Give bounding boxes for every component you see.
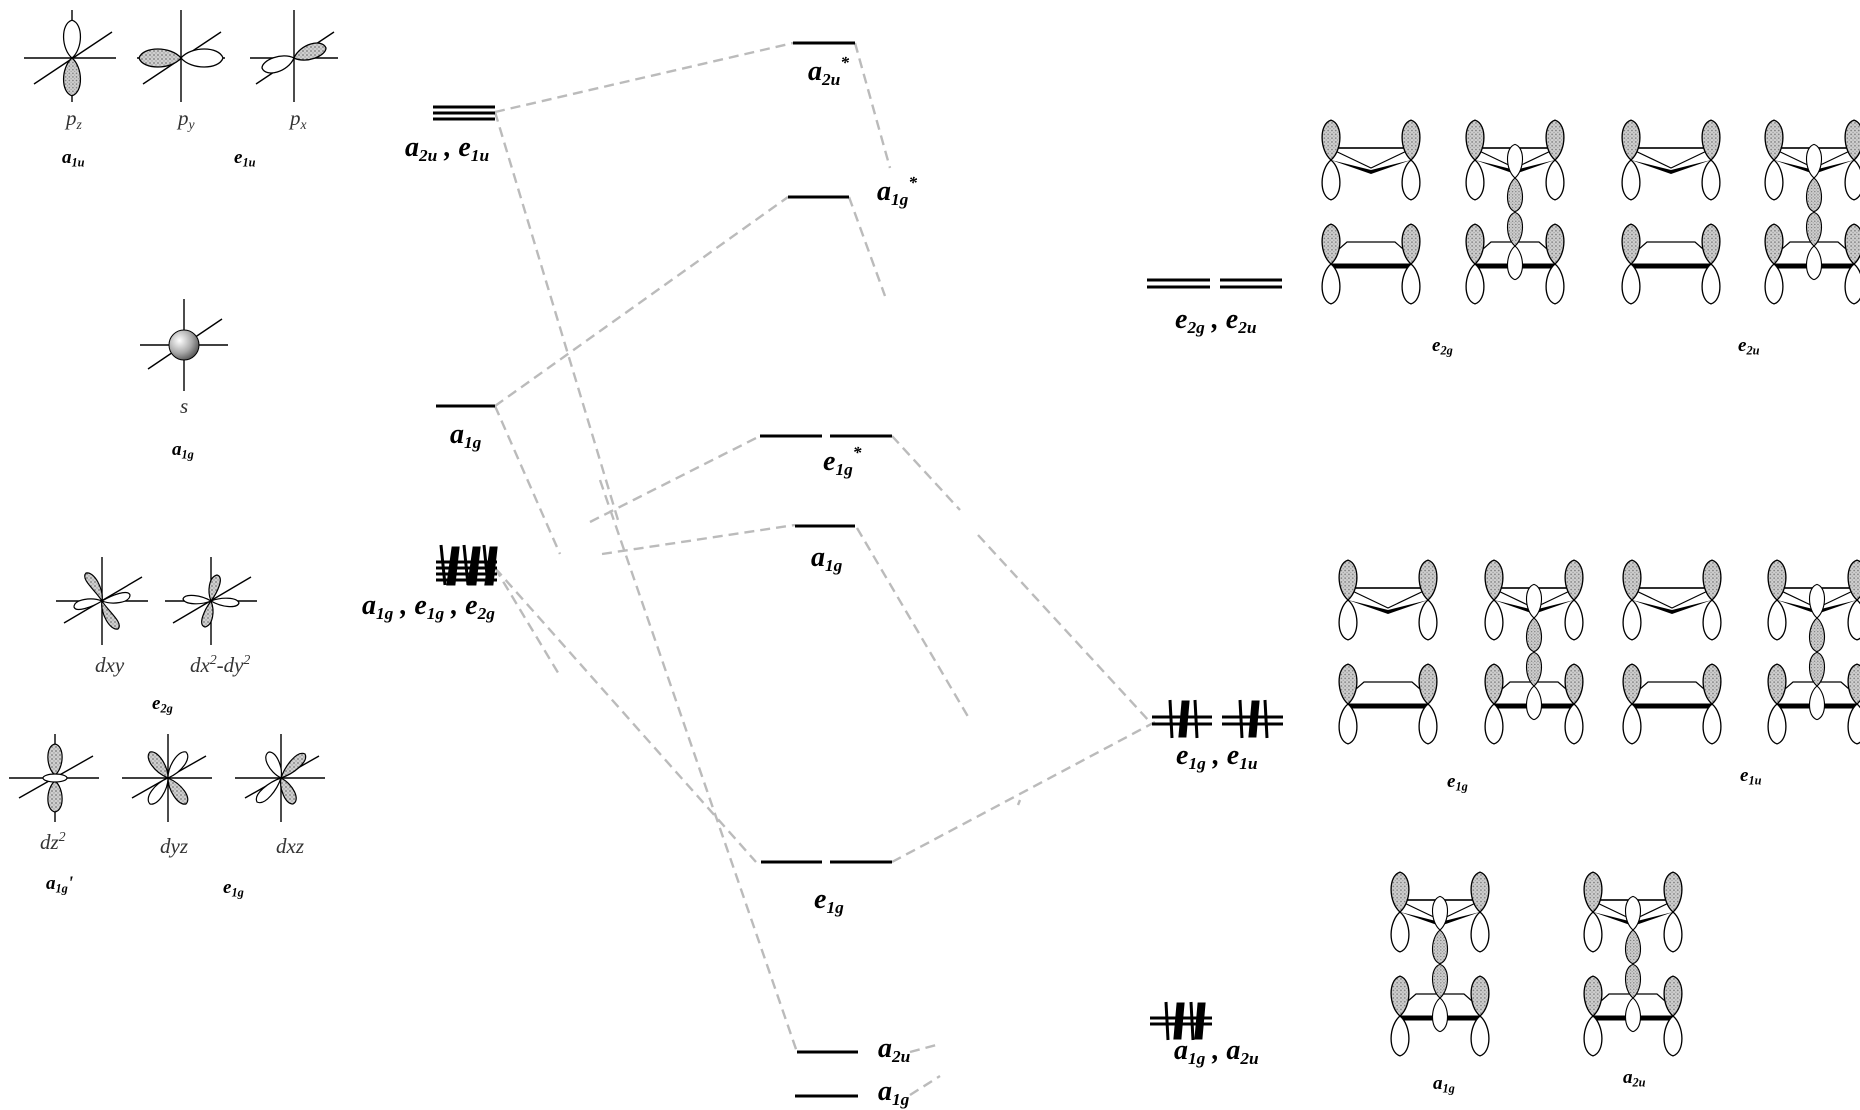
mo-e1g-star-label: e1g* xyxy=(823,442,862,479)
e1g-symmetry-label: e1g xyxy=(223,877,244,900)
salc-e1g-right xyxy=(1485,560,1583,744)
mo-e1g-label: e1g xyxy=(814,884,844,917)
ligand-e2g-e2u-label: e2g , e2u xyxy=(1175,304,1257,337)
salc-e1g-label: e1g xyxy=(1447,771,1468,794)
dxz-orbital-sketch xyxy=(235,734,325,822)
pz-orbital-sketch xyxy=(24,10,116,102)
ligand-electrons xyxy=(1164,699,1269,1041)
salc-e2u-label: e2u xyxy=(1738,335,1760,358)
ligand-e1g-e1u-label: e1g , e1u xyxy=(1176,740,1258,773)
dyz-orbital-sketch xyxy=(122,734,212,822)
salc-e2g-right xyxy=(1466,120,1564,304)
dx2-dy2-orbital-sketch xyxy=(165,557,257,645)
mo-levels xyxy=(760,41,892,1098)
dxz-label: dxz xyxy=(276,834,304,858)
a1u-symmetry-label: a1u xyxy=(62,147,85,170)
salc-e1u-label: e1u xyxy=(1740,765,1762,788)
dyz-label: dyz xyxy=(160,834,188,858)
py-orbital-sketch xyxy=(137,10,225,102)
salc-e1g-left xyxy=(1339,560,1437,744)
a1g-symmetry-label: a1g xyxy=(172,439,194,462)
correlation-lines xyxy=(493,41,1156,1097)
mo-a1g-label: a1g xyxy=(811,542,843,575)
salc-a2u-label: a2u xyxy=(1623,1067,1646,1090)
salc-e2g-label: e2g xyxy=(1432,335,1453,358)
ligand-levels xyxy=(1147,278,1283,1026)
dz2-orbital-sketch xyxy=(9,734,99,822)
dxy-label: dxy xyxy=(95,653,125,677)
mo-a1g-star-label: a1g* xyxy=(877,172,918,209)
salc-e2u-left xyxy=(1622,120,1720,304)
dx2-dy2-label: dx2-dy2 xyxy=(190,651,251,677)
e2g-symmetry-label: e2g xyxy=(152,693,173,716)
salc-e1u-left xyxy=(1623,560,1721,744)
px-label: px xyxy=(290,106,307,133)
salc-a1g-label: a1g xyxy=(1433,1073,1455,1096)
metal-electrons xyxy=(439,544,498,586)
a1g-prime-symmetry-label: a1g' xyxy=(46,873,74,896)
metal-a1g-e1g-e2g-label: a1g , e1g , e2g xyxy=(362,590,495,623)
e1u-symmetry-label: e1u xyxy=(234,147,256,170)
py-label: py xyxy=(178,106,195,133)
mo-a2u-star-label: a2u* xyxy=(808,52,850,89)
pz-label: pz xyxy=(66,106,82,133)
metal-a2u-e1u-label: a2u , e1u xyxy=(405,132,490,165)
mo-a2u-low-label: a2u xyxy=(878,1033,911,1066)
salc-e1u-right xyxy=(1768,560,1860,744)
dxy-orbital-sketch xyxy=(56,557,148,645)
metal-levels xyxy=(433,105,497,582)
ligand-a1g-a2u-label: a1g , a2u xyxy=(1174,1035,1259,1068)
mo-a1g-low-label: a1g xyxy=(878,1076,910,1109)
metal-a1g-label: a1g xyxy=(450,419,482,452)
px-orbital-sketch xyxy=(250,10,338,102)
salc-e2u-right xyxy=(1765,120,1860,304)
s-label: s xyxy=(180,394,189,418)
salc-a1g xyxy=(1391,872,1489,1056)
dz2-label: dz2 xyxy=(40,828,66,854)
salc-e2g-left xyxy=(1322,120,1420,304)
s-orbital-sketch xyxy=(140,299,228,391)
salc-a2u xyxy=(1584,872,1682,1056)
